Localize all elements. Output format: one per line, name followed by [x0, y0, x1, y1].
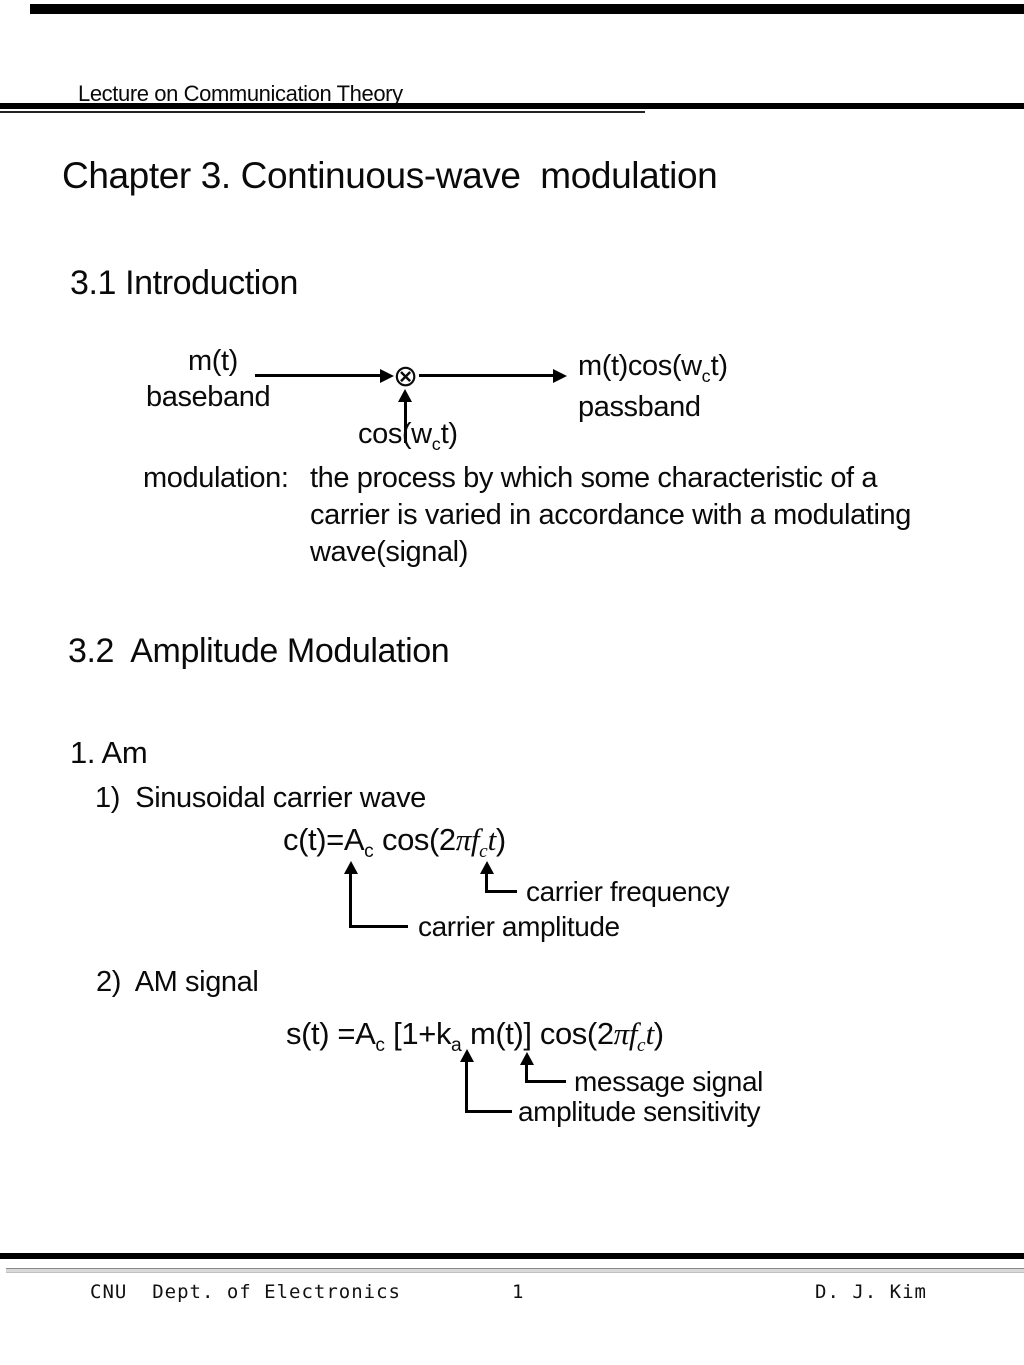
footer-author: D. J. Kim [815, 1281, 927, 1303]
equation-am-signal: s(t) =Ac [1+ka m(t)] cos(2πfct) [286, 1016, 664, 1057]
subitem-1-label: 1) Sinusoidal carrier wave [95, 782, 426, 814]
diagram-input-label: m(t) [188, 345, 238, 377]
top-border-bar [30, 4, 1024, 14]
callout-frequency-hline [485, 890, 517, 893]
footer-department: CNU Dept. of Electronics [90, 1281, 401, 1303]
callout-amplitude-hline [349, 925, 408, 928]
callout-amplitude-vline [349, 872, 352, 928]
section-32-heading: 3.2 Amplitude Modulation [68, 632, 450, 670]
chapter-title: Chapter 3. Continuous-wave modulation [62, 155, 718, 196]
section-31-heading: 3.1 Introduction [70, 264, 298, 302]
item-1-am-label: 1. Am [70, 735, 148, 770]
diagram-input-sublabel: baseband [146, 381, 271, 413]
equation-carrier-wave: c(t)=Ac cos(2πfct) [283, 822, 506, 863]
definition-line3: wave(signal) [310, 536, 468, 568]
header-rule [0, 103, 1024, 109]
diagram-output-label: m(t)cos(wct) [578, 350, 728, 386]
diagram-output-sublabel: passband [578, 391, 701, 423]
callout-sensitivity-hline [465, 1110, 512, 1113]
callout-message-vline [525, 1063, 528, 1083]
diagram-output-arrow-line [419, 374, 555, 377]
callout-frequency-label: carrier frequency [526, 876, 730, 907]
footer-groove-line [6, 1268, 1024, 1273]
callout-amplitude-label: carrier amplitude [418, 911, 620, 942]
diagram-carrier-arrow-line [404, 400, 407, 443]
diagram-carrier-label: cos(wct) [358, 418, 458, 454]
footer-rule [0, 1253, 1024, 1259]
definition-line1: the process by which some characteristic… [310, 462, 878, 494]
header-title: Lecture on Communication Theory [78, 81, 403, 106]
callout-message-hline [525, 1080, 566, 1083]
callout-amplitude-arrowhead-icon [344, 861, 358, 874]
callout-sensitivity-vline [465, 1060, 468, 1113]
diagram-input-arrowhead-icon [380, 369, 394, 383]
callout-message-label: message signal [574, 1066, 763, 1097]
diagram-output-arrowhead-icon [553, 369, 567, 383]
header-rule-secondary [0, 111, 645, 113]
callout-message-arrowhead-icon [520, 1052, 534, 1065]
multiplier-icon: ⊗ [393, 359, 418, 394]
definition-term: modulation: [143, 462, 289, 494]
subitem-2-label: 2) AM signal [96, 966, 259, 998]
callout-sensitivity-label: amplitude sensitivity [518, 1096, 761, 1127]
callout-frequency-vline [485, 872, 488, 893]
callout-frequency-arrowhead-icon [480, 861, 494, 874]
definition-line2: carrier is varied in accordance with a m… [310, 499, 911, 531]
diagram-input-arrow-line [255, 374, 383, 377]
callout-sensitivity-arrowhead-icon [460, 1049, 474, 1062]
footer-page-number: 1 [512, 1281, 525, 1303]
diagram-carrier-arrowhead-icon [398, 389, 412, 402]
